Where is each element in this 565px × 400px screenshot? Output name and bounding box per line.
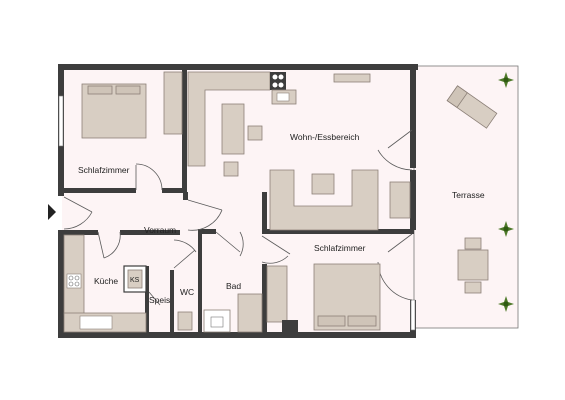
room-labels: Schlafzimmer Wohn-/Essbereich Terrasse V… bbox=[78, 132, 485, 305]
window-left bbox=[58, 95, 64, 147]
plant-bottom bbox=[498, 296, 514, 312]
terrace-furniture bbox=[446, 85, 498, 294]
kitchen-hob bbox=[66, 273, 82, 289]
wall-living-vertical bbox=[262, 192, 267, 234]
label-schlafzimmer-2: Schlafzimmer bbox=[314, 243, 366, 253]
wall-kitchen-top-r bbox=[120, 230, 180, 235]
dining-table bbox=[221, 103, 245, 155]
wall-mid-horizontal bbox=[198, 229, 216, 234]
hob-b bbox=[74, 275, 80, 281]
door-living bbox=[187, 199, 223, 231]
burner-a bbox=[272, 74, 278, 80]
wall-bottom bbox=[58, 332, 416, 338]
side-cabinet bbox=[389, 181, 411, 219]
living-furniture bbox=[187, 71, 411, 231]
label-kueche: Küche bbox=[94, 276, 118, 286]
hob-a bbox=[68, 275, 74, 281]
burner-d bbox=[278, 82, 284, 88]
stove bbox=[270, 72, 286, 90]
wall-bad-right bbox=[262, 264, 267, 336]
wall-left-lower bbox=[58, 230, 64, 338]
wall-kueche-right bbox=[145, 266, 149, 336]
label-wc: WC bbox=[180, 287, 194, 297]
door-bed1 bbox=[135, 163, 163, 191]
sun-lounger bbox=[446, 85, 498, 129]
entrance-arrow-icon bbox=[48, 204, 56, 220]
wardrobe-2 bbox=[266, 265, 288, 323]
nightstand bbox=[282, 320, 298, 332]
pillow-2b bbox=[347, 315, 377, 327]
wall-cabinet bbox=[333, 73, 371, 83]
door-wc bbox=[173, 239, 197, 269]
wall-mid-horizontal-r bbox=[262, 229, 380, 234]
kitchen-furniture bbox=[63, 234, 147, 333]
label-speis: Speis bbox=[149, 295, 170, 305]
label-schlafzimmer-1: Schlafzimmer bbox=[78, 165, 130, 175]
interior-walls bbox=[58, 64, 414, 336]
door-kitchen bbox=[97, 231, 121, 259]
label-terrasse: Terrasse bbox=[452, 190, 485, 200]
label-ks: KS bbox=[130, 277, 140, 284]
label-wohn-essbereich: Wohn-/Essbereich bbox=[290, 132, 360, 142]
label-bad: Bad bbox=[226, 281, 241, 291]
door-bed2 bbox=[261, 235, 291, 264]
chair-a bbox=[247, 125, 263, 141]
plant-middle bbox=[498, 221, 514, 237]
chair-b bbox=[223, 161, 239, 177]
ottoman bbox=[311, 173, 335, 195]
toilet bbox=[177, 311, 193, 331]
hob-c bbox=[68, 281, 74, 287]
washbasin bbox=[210, 316, 224, 328]
kitchen-sink bbox=[79, 315, 113, 330]
wall-right-upper bbox=[410, 64, 416, 168]
bedroom1-furniture bbox=[81, 71, 183, 139]
terrace-table bbox=[457, 249, 489, 281]
wall-top-left bbox=[58, 64, 186, 70]
wall-bed2-right-stub bbox=[380, 229, 414, 234]
wall-bed1-vertical bbox=[182, 64, 187, 192]
label-vorraum: Vorraum bbox=[144, 225, 176, 235]
burner-c bbox=[272, 82, 278, 88]
hob-d bbox=[74, 281, 80, 287]
wardrobe-1 bbox=[163, 71, 183, 135]
wall-wc-left bbox=[170, 270, 174, 336]
wall-kitchen-top bbox=[58, 230, 98, 235]
door-speis bbox=[148, 291, 161, 306]
pillow-1b bbox=[115, 85, 141, 95]
burner-b bbox=[278, 74, 284, 80]
fridge-inner bbox=[127, 269, 143, 289]
plants bbox=[498, 72, 514, 312]
bedroom2-furniture bbox=[266, 263, 381, 332]
bathroom-fixtures bbox=[177, 293, 263, 333]
wall-vorraum-right bbox=[183, 192, 188, 200]
pillow-1a bbox=[87, 85, 113, 95]
wall-top-right bbox=[186, 64, 418, 70]
terrace-chair-top bbox=[464, 237, 482, 250]
pillow-2a bbox=[317, 315, 346, 327]
doors bbox=[63, 129, 413, 306]
plant-top bbox=[498, 72, 514, 88]
door-entrance bbox=[63, 196, 93, 230]
sofa bbox=[269, 169, 379, 231]
terrace-chair-bottom bbox=[464, 281, 482, 294]
window-right bbox=[410, 299, 416, 331]
shower-tray bbox=[237, 293, 263, 333]
wall-wc-right bbox=[198, 234, 202, 336]
wall-bed1-bottom-r bbox=[162, 188, 187, 193]
door-bad bbox=[215, 231, 244, 257]
wall-bed1-bottom bbox=[58, 188, 136, 193]
sink bbox=[276, 92, 290, 102]
door-terrace-top bbox=[377, 129, 413, 171]
wall-right-mid bbox=[410, 170, 416, 230]
windows bbox=[58, 95, 416, 331]
